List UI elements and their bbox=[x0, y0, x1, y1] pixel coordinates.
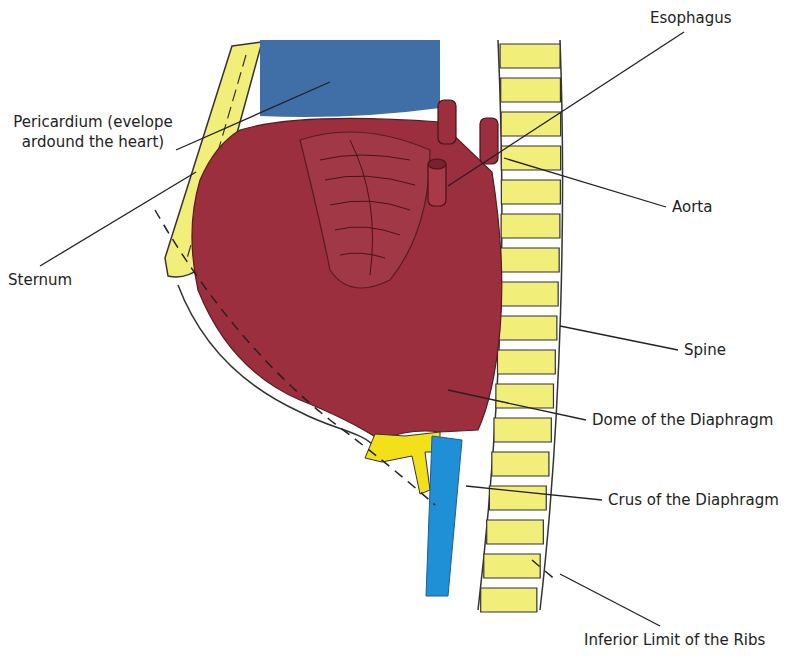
esophagus-opening bbox=[428, 159, 446, 169]
esophagus-tube bbox=[438, 100, 456, 144]
part-label: Inferior Limit of the Ribs bbox=[584, 630, 765, 650]
vertebra bbox=[499, 316, 557, 340]
part-label: Pericardium (evelope ardound the heart) bbox=[4, 112, 182, 153]
leader-line bbox=[560, 574, 660, 626]
pericardium-shape bbox=[260, 40, 440, 117]
vertebra bbox=[501, 78, 561, 102]
central-tendon bbox=[300, 132, 430, 288]
leader-line bbox=[448, 32, 684, 186]
vertebra bbox=[501, 248, 560, 272]
vertebra bbox=[484, 554, 540, 578]
rib-limit bbox=[155, 210, 558, 582]
rib-limit-line bbox=[155, 210, 435, 505]
crus-shape bbox=[365, 432, 440, 494]
diaphragm bbox=[178, 118, 502, 444]
leader-line bbox=[40, 172, 196, 266]
part-label: Crus of the Diaphragm bbox=[608, 490, 779, 510]
esophagus-aorta bbox=[428, 100, 498, 206]
leader-line bbox=[176, 82, 330, 150]
part-label: Dome of the Diaphragm bbox=[592, 410, 773, 430]
rib-limit-line bbox=[532, 560, 558, 582]
esophagus-opening bbox=[428, 160, 446, 206]
part-label: Esophagus bbox=[650, 8, 732, 28]
part-label: Spine bbox=[684, 340, 726, 360]
vertebra bbox=[501, 180, 560, 204]
part-label: Aorta bbox=[672, 197, 712, 217]
vertebra bbox=[497, 350, 555, 374]
leader-line bbox=[466, 486, 602, 500]
vertebra bbox=[500, 282, 558, 306]
vertebra bbox=[494, 418, 551, 442]
leader-line bbox=[504, 158, 666, 207]
vertebra bbox=[492, 452, 549, 476]
vertebra bbox=[496, 384, 554, 408]
vertebra bbox=[501, 214, 560, 238]
part-label: Sternum bbox=[8, 270, 72, 290]
aorta-tube bbox=[480, 118, 498, 164]
crus bbox=[365, 432, 462, 596]
descending-aorta bbox=[426, 436, 462, 596]
tendon-lines bbox=[320, 140, 415, 275]
vertebra bbox=[481, 588, 537, 612]
leader-line bbox=[560, 326, 678, 350]
vertebra bbox=[487, 520, 544, 544]
vertebra bbox=[500, 44, 560, 68]
leader-line bbox=[448, 390, 586, 420]
